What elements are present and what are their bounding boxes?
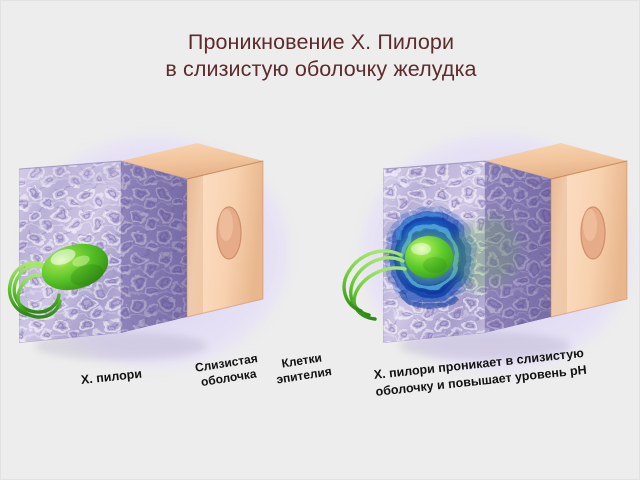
title-line-2: в слизистую оболочку желудка [165,57,477,81]
right-mucus-front-face [383,161,485,343]
right-mucus-side-face [485,161,551,333]
left-illustration [1,121,331,401]
ph-diffusion-glow [451,223,485,291]
left-flagella [8,261,62,319]
right-illustration [331,121,640,401]
right-block-shadow [399,332,571,360]
right-scene-svg [342,143,628,360]
page-title: Проникновение X. Пилори в слизистую обол… [1,29,640,83]
left-epithelium-top-face [121,143,263,179]
title-line-1: Проникновение X. Пилори [187,30,455,54]
left-bacterium [8,243,109,319]
right-bacterium-embedded [399,231,459,283]
left-block-shadow [35,332,207,360]
left-scene-svg [8,143,264,360]
right-flagella [342,249,407,321]
right-epithelium-top-face [485,143,627,179]
left-mucus-side-face [121,161,187,333]
